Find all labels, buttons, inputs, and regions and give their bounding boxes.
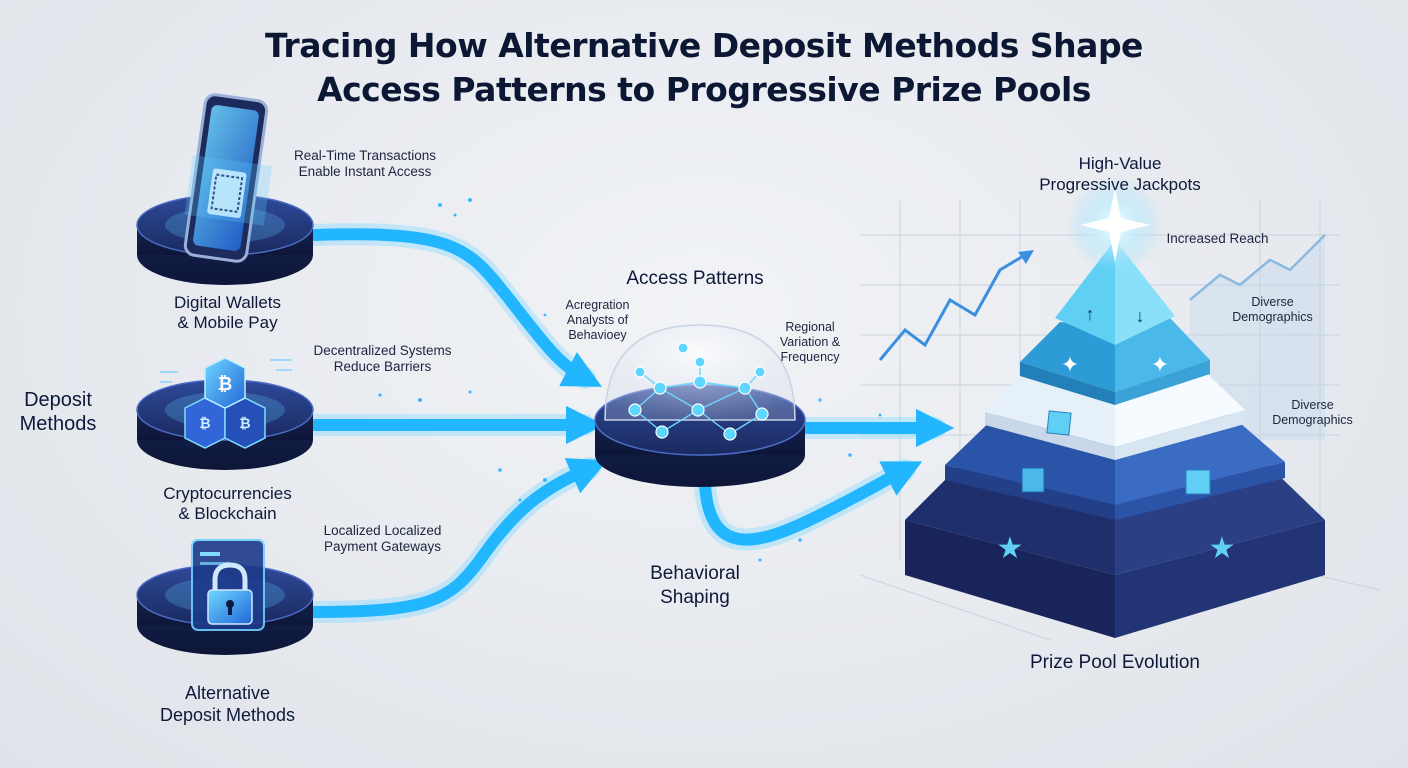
- svg-text:✦: ✦: [1061, 352, 1079, 377]
- svg-text:₿: ₿: [239, 415, 250, 431]
- growth-area-right: [1190, 235, 1325, 440]
- high-value-jackpots-label: High-Value Progressive Jackpots: [1039, 154, 1201, 194]
- particle-dots: [378, 198, 882, 562]
- note-increased-reach: Increased Reach: [1166, 231, 1269, 246]
- flow-note-decentralized: Decentralized Systems Reduce Barriers: [313, 343, 452, 374]
- growth-trend-arrow-left: [1018, 250, 1034, 264]
- title-line-2: Access Patterns to Progressive Prize Poo…: [317, 70, 1091, 109]
- growth-trend-line-right: [1189, 234, 1326, 301]
- behavioral-shaping-label: Behavioral Shaping: [650, 563, 740, 608]
- svg-text:↑: ↑: [1086, 304, 1095, 324]
- access-patterns-hub: [594, 324, 806, 487]
- access-patterns-title: Access Patterns: [626, 268, 764, 289]
- svg-text:₿: ₿: [218, 374, 233, 394]
- svg-text:✦: ✦: [1151, 352, 1169, 377]
- note-regional-variation: Regional Variation & Frequency: [779, 320, 841, 364]
- svg-text:★: ★: [1209, 532, 1236, 565]
- page-title: Tracing How Alternative Deposit Methods …: [0, 24, 1408, 112]
- flow-note-real-time: Real-Time Transactions Enable Instant Ac…: [293, 148, 437, 179]
- growth-trend-line-left: [878, 253, 1026, 361]
- node-label-cryptocurrencies: Cryptocurrencies & Blockchain: [163, 484, 292, 523]
- title-line-1: Tracing How Alternative Deposit Methods …: [265, 26, 1143, 65]
- svg-text:↓: ↓: [1136, 306, 1145, 326]
- node-label-digital-wallets: Digital Wallets & Mobile Pay: [173, 293, 282, 332]
- platform-digital-wallets: [136, 93, 314, 285]
- smartphone-qr-icon: [183, 93, 273, 263]
- prize-pool-evolution-label: Prize Pool Evolution: [1029, 652, 1201, 673]
- node-label-alternative-methods: Alternative Deposit Methods: [159, 683, 296, 725]
- flow-note-localized: Localized Localized Payment Gateways: [323, 523, 442, 554]
- note-diverse-demographics-2: Diverse Demographics: [1272, 398, 1353, 427]
- note-aggregation: Acregration Analysts of Behavioey: [565, 298, 630, 342]
- platform-cryptocurrencies: ₿ ₿ ₿: [136, 357, 314, 470]
- apex-star-icon: [1080, 188, 1150, 262]
- svg-text:★: ★: [997, 532, 1024, 565]
- flow-arrows: [304, 223, 955, 623]
- prize-pyramid: ↑ ↓ ✦ ✦ ★ ★: [905, 177, 1325, 638]
- note-diverse-demographics-1: Diverse Demographics: [1232, 295, 1313, 324]
- deposit-methods-label: Deposit Methods: [19, 389, 97, 435]
- crypto-cube-icon: ₿ ₿ ₿: [184, 357, 266, 449]
- platform-alternative-methods: [136, 539, 314, 655]
- padlock-icon: [191, 539, 265, 631]
- svg-text:₿: ₿: [199, 415, 210, 431]
